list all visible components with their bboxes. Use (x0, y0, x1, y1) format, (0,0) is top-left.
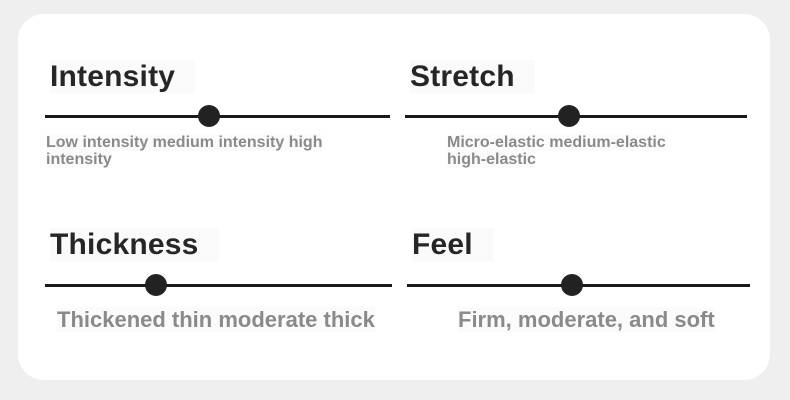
intensity-description-text: Low intensity medium intensity high inte… (46, 134, 323, 168)
stretch-title: Stretch (410, 58, 747, 96)
feel-slider-handle[interactable] (560, 274, 583, 296)
section-intensity: Intensity Low intensity medium intensity… (45, 14, 390, 168)
feel-description-text: Firm, moderate, and soft (458, 307, 715, 332)
section-thickness: Thickness Thickened thin moderate thick (45, 181, 392, 333)
feel-title: Feel (412, 226, 750, 264)
intensity-description: Low intensity medium intensity high inte… (46, 134, 390, 168)
thickness-description: Thickened thin moderate thick (57, 307, 392, 333)
stretch-slider[interactable] (405, 105, 747, 127)
section-stretch: Stretch Micro-elastic medium-elastic hig… (405, 14, 747, 168)
stretch-description: Micro-elastic medium-elastic high-elasti… (447, 134, 747, 168)
intensity-slider-handle[interactable] (197, 105, 220, 127)
thickness-slider-handle[interactable] (145, 274, 168, 296)
stretch-description-text: Micro-elastic medium-elastic high-elasti… (447, 134, 666, 168)
thickness-title: Thickness (50, 226, 392, 264)
feel-slider[interactable] (407, 274, 750, 296)
feel-title-text: Feel (412, 228, 493, 261)
stretch-title-text: Stretch (410, 60, 535, 93)
thickness-title-text: Thickness (50, 228, 219, 261)
thickness-description-text: Thickened thin moderate thick (57, 307, 375, 332)
attributes-card: Intensity Low intensity medium intensity… (18, 14, 770, 380)
intensity-title-text: Intensity (50, 60, 196, 93)
intensity-slider[interactable] (45, 105, 390, 127)
stretch-slider-handle[interactable] (558, 105, 581, 127)
feel-description: Firm, moderate, and soft (458, 307, 750, 333)
thickness-slider-track (45, 284, 392, 287)
intensity-title: Intensity (50, 58, 390, 96)
thickness-slider[interactable] (45, 274, 392, 296)
section-feel: Feel Firm, moderate, and soft (407, 181, 750, 333)
